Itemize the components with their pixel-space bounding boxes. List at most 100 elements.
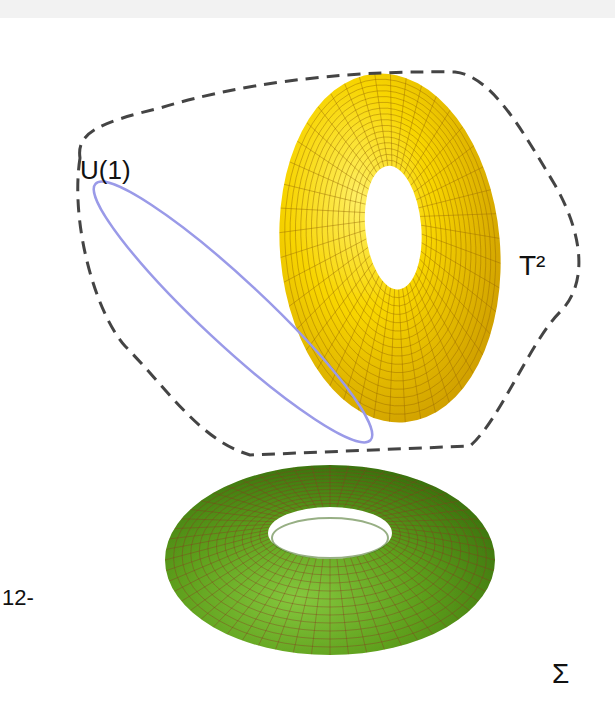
torus-grid xyxy=(265,64,515,432)
grid-spoke xyxy=(318,102,374,181)
top-band xyxy=(0,0,615,18)
grid-spoke xyxy=(421,218,499,245)
grid-spoke xyxy=(363,555,418,640)
grid-spoke xyxy=(388,78,414,168)
grid-spoke xyxy=(374,493,447,515)
grid-spoke xyxy=(350,558,384,650)
grid-spoke xyxy=(422,236,500,294)
torus-body xyxy=(265,64,515,432)
grid-spoke xyxy=(181,519,274,522)
grid-spoke xyxy=(378,289,406,422)
grid-ring xyxy=(336,139,448,327)
grid-ring xyxy=(277,76,504,414)
grid-spoke xyxy=(382,509,469,519)
grid-spoke xyxy=(337,466,349,508)
torus-grid xyxy=(165,465,495,655)
grid-spoke xyxy=(420,253,491,339)
grid-spoke xyxy=(384,74,399,166)
grid-spoke xyxy=(389,542,486,592)
grid-spoke xyxy=(382,547,469,611)
grid-spoke xyxy=(416,268,474,377)
grid-spoke xyxy=(421,245,496,318)
grid-spoke xyxy=(242,480,297,511)
grid-spoke xyxy=(312,559,324,655)
grid-spoke xyxy=(321,276,389,386)
grid-spoke xyxy=(190,547,277,611)
grid-spoke xyxy=(284,177,366,211)
grid-spoke xyxy=(413,275,462,393)
grid-spoke xyxy=(403,288,421,420)
grid-spoke xyxy=(258,556,303,645)
grid-spoke xyxy=(181,544,274,601)
green-torus xyxy=(165,465,495,655)
grid-spoke xyxy=(357,556,402,645)
grid-spoke xyxy=(378,501,459,517)
grid-spoke xyxy=(276,558,310,650)
grid-ring xyxy=(289,89,493,397)
region-label: U(1) xyxy=(80,156,131,186)
grid-spoke xyxy=(392,530,494,549)
torus-body xyxy=(165,465,495,655)
grid-spoke xyxy=(337,559,349,655)
u1-loop xyxy=(74,160,393,463)
yellow-torus xyxy=(265,64,515,432)
grid-spoke xyxy=(290,155,367,202)
grid-spoke xyxy=(258,474,303,509)
grid-spoke xyxy=(414,167,486,200)
grid-spoke xyxy=(166,536,268,571)
grid-ring xyxy=(283,83,498,406)
grid-spoke xyxy=(174,542,271,592)
grid-spoke xyxy=(390,539,490,581)
hole-shadow xyxy=(272,518,388,558)
grid-spoke xyxy=(291,256,376,330)
grid-spoke xyxy=(281,201,365,220)
region-label: T² xyxy=(519,250,545,282)
grid-spoke xyxy=(389,524,486,528)
grid-spoke xyxy=(394,289,411,422)
grid-spoke xyxy=(357,474,402,509)
grid-spoke xyxy=(386,519,479,522)
grid-spoke xyxy=(213,551,286,627)
grid-spoke xyxy=(375,73,388,166)
grid-spoke xyxy=(344,81,380,172)
grid-spoke xyxy=(330,559,331,655)
grid-spoke xyxy=(330,465,331,507)
grid-spoke xyxy=(285,247,373,306)
grid-spoke xyxy=(344,558,367,652)
grid-spoke xyxy=(397,96,443,174)
grid-spoke xyxy=(402,110,456,179)
grid-spoke xyxy=(331,90,377,176)
dashed-region xyxy=(78,72,579,455)
grid-spoke xyxy=(201,549,282,619)
grid-spoke xyxy=(279,230,367,258)
grid-spoke xyxy=(418,261,483,360)
grid-spoke xyxy=(392,536,494,571)
grid-spoke xyxy=(369,553,433,634)
grid-ring xyxy=(348,151,437,309)
grid-spoke xyxy=(227,553,291,634)
surface-label: Σ xyxy=(552,658,569,690)
grid-spoke xyxy=(312,466,324,508)
grid-spoke xyxy=(378,549,459,619)
grid-spoke xyxy=(174,524,271,528)
grid-spoke xyxy=(410,146,477,193)
grid-spoke xyxy=(406,127,467,186)
grid-spoke xyxy=(420,210,496,221)
grid-spoke xyxy=(363,288,402,418)
grid-spoke xyxy=(307,117,371,187)
grid-spoke xyxy=(297,135,368,195)
grid-spoke xyxy=(242,555,297,640)
grid-spoke xyxy=(350,470,384,508)
grid-spoke xyxy=(417,190,491,208)
grid-spoke xyxy=(279,221,365,232)
grid-spoke xyxy=(213,493,286,515)
grid-spoke xyxy=(369,486,433,513)
grid-spoke xyxy=(422,227,501,270)
grid-spoke xyxy=(281,239,370,282)
grid-spoke xyxy=(293,558,316,652)
grid-ring xyxy=(271,70,509,423)
grid-spoke xyxy=(299,263,380,350)
grid-spoke xyxy=(348,285,398,411)
